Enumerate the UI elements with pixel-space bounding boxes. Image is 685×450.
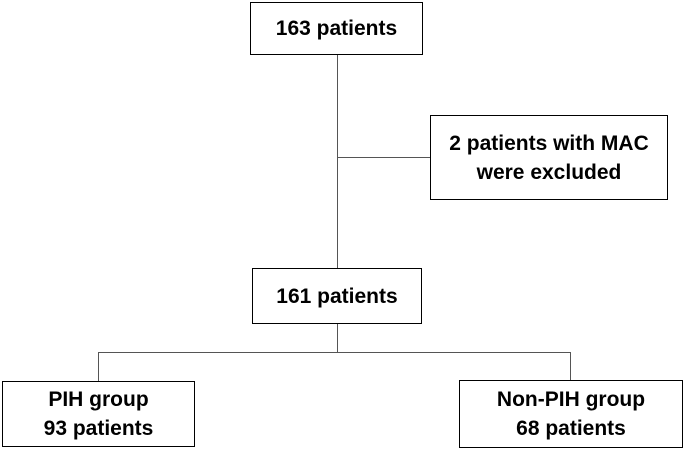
top-box: 163 patients <box>250 2 423 55</box>
left-box: PIH group 93 patients <box>2 381 195 447</box>
right-box: Non-PIH group 68 patients <box>459 380 683 448</box>
connector-top-to-middle <box>337 54 338 268</box>
connector-middle-down <box>337 323 338 353</box>
middle-box-text: 161 patients <box>276 284 398 308</box>
connector-branch <box>98 352 571 353</box>
exclusion-box-line2: were excluded <box>476 160 622 184</box>
connector-to-right <box>570 352 571 381</box>
exclusion-box: 2 patients with MAC were excluded <box>430 115 668 200</box>
connector-to-left <box>98 352 99 382</box>
connector-to-exclusion <box>337 157 431 158</box>
right-box-line1: Non-PIH group <box>496 388 646 411</box>
right-box-line2: 68 patients <box>516 417 626 440</box>
exclusion-box-line1: 2 patients with MAC <box>449 131 649 155</box>
middle-box: 161 patients <box>252 268 422 324</box>
left-box-line2: 93 patients <box>43 417 154 440</box>
left-box-line1: PIH group <box>48 388 149 411</box>
top-box-text: 163 patients <box>275 17 398 40</box>
